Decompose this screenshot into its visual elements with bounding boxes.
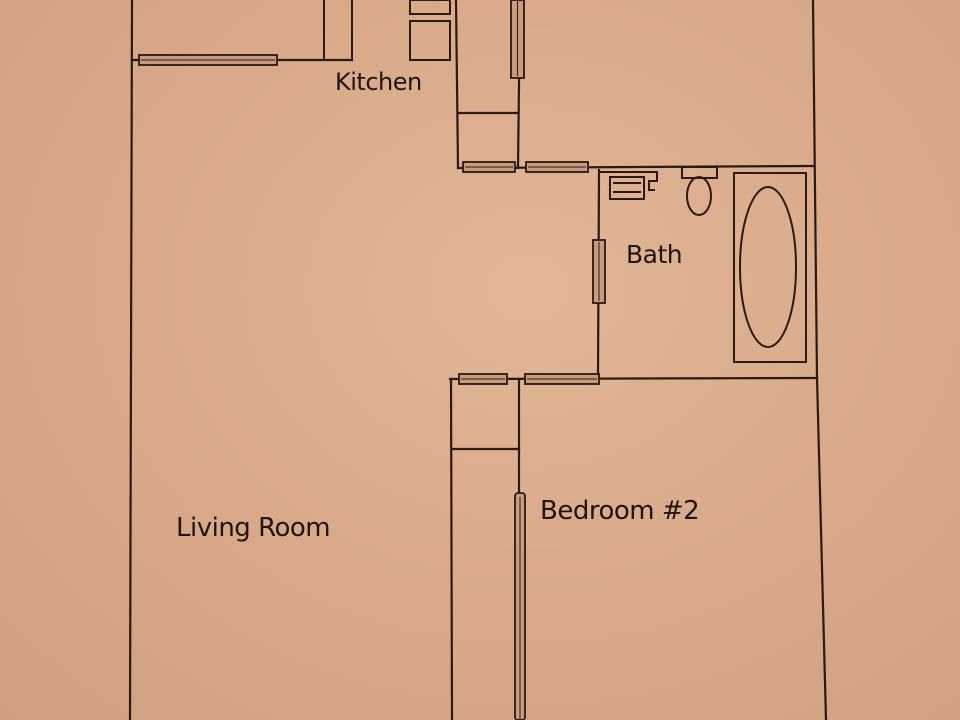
window-kitchen-vertical — [510, 0, 525, 79]
hall-left-wall — [449, 377, 454, 720]
door-closet-top — [458, 373, 508, 385]
bedroom-top-wall — [448, 376, 819, 381]
kitchen-cabinets — [409, 0, 451, 61]
bath-sink — [600, 171, 658, 200]
door-bath — [592, 239, 606, 304]
door-bedroom-top — [524, 373, 600, 385]
kitchen-right-wall — [454, 0, 460, 170]
bath-top-wall — [456, 164, 815, 170]
door-hall-top — [525, 161, 589, 173]
room-label-living-room: Living Room — [176, 513, 331, 543]
window-kitchen-left — [138, 54, 278, 66]
room-label-bedroom-2: Bedroom #2 — [540, 496, 700, 526]
bath-bathtub — [733, 172, 807, 363]
right-exterior-wall-upper — [811, 0, 819, 380]
bath-toilet — [681, 166, 718, 216]
room-label-kitchen: Kitchen — [335, 68, 422, 96]
left-exterior-wall — [128, 0, 134, 720]
right-exterior-wall-lower — [815, 376, 828, 720]
door-bedroom-sliding — [514, 492, 526, 720]
room-label-bath: Bath — [626, 240, 683, 269]
kitchen-counter — [323, 0, 353, 60]
door-kitchen-closet — [462, 161, 516, 173]
